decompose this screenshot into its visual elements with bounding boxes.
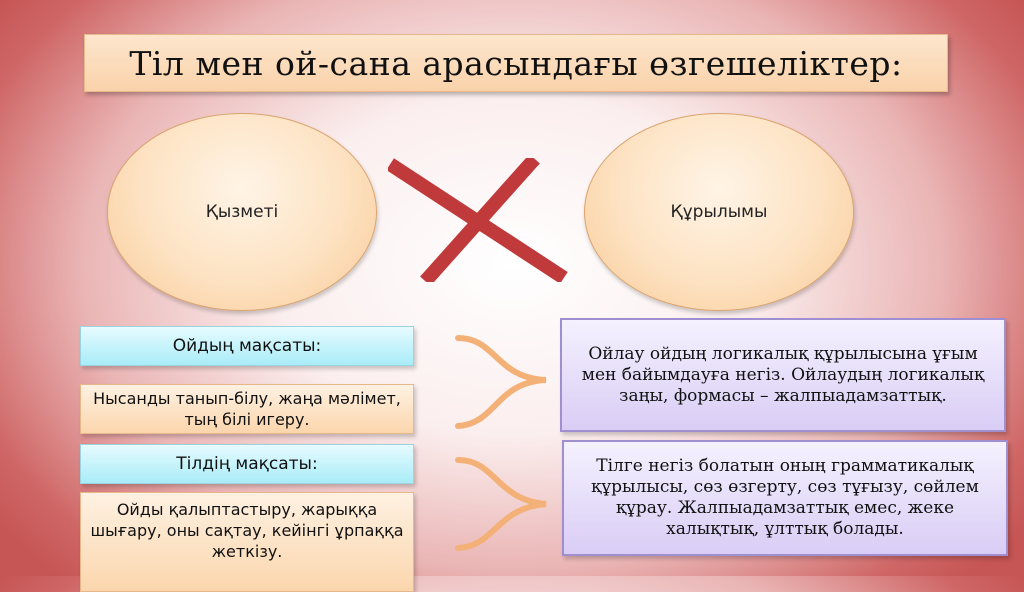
language-structure-box: Тілге негіз болатын оның грамматикалық қ… (562, 440, 1008, 556)
oval-function: Қызметі (107, 113, 377, 311)
oval-structure: Құрылымы (584, 113, 854, 311)
thought-structure-box: Ойлау ойдың логикалық құрылысына ұғым ме… (560, 318, 1006, 432)
oval-structure-label: Құрылымы (670, 202, 768, 222)
thought-goal-label: Ойдың мақсаты: (80, 326, 414, 366)
brace-icon (455, 457, 547, 551)
slide-title: Тіл мен ой-сана арасындағы өзгешеліктер: (84, 34, 948, 92)
thought-goal-text: Нысанды танып-білу, жаңа мәлімет, тың бі… (80, 384, 414, 434)
language-goal-label: Тілдің мақсаты: (80, 444, 414, 484)
oval-function-label: Қызметі (205, 202, 279, 222)
cross-icon (388, 158, 568, 282)
language-structure-text: Тілге негіз болатын оның грамматикалық қ… (591, 456, 979, 539)
brace-icon (455, 335, 547, 429)
thought-structure-text: Ойлау ойдың логикалық құрылысына ұғым ме… (581, 343, 985, 406)
language-goal-text: Ойды қалыптастыру, жарыққа шығару, оны с… (80, 492, 414, 592)
